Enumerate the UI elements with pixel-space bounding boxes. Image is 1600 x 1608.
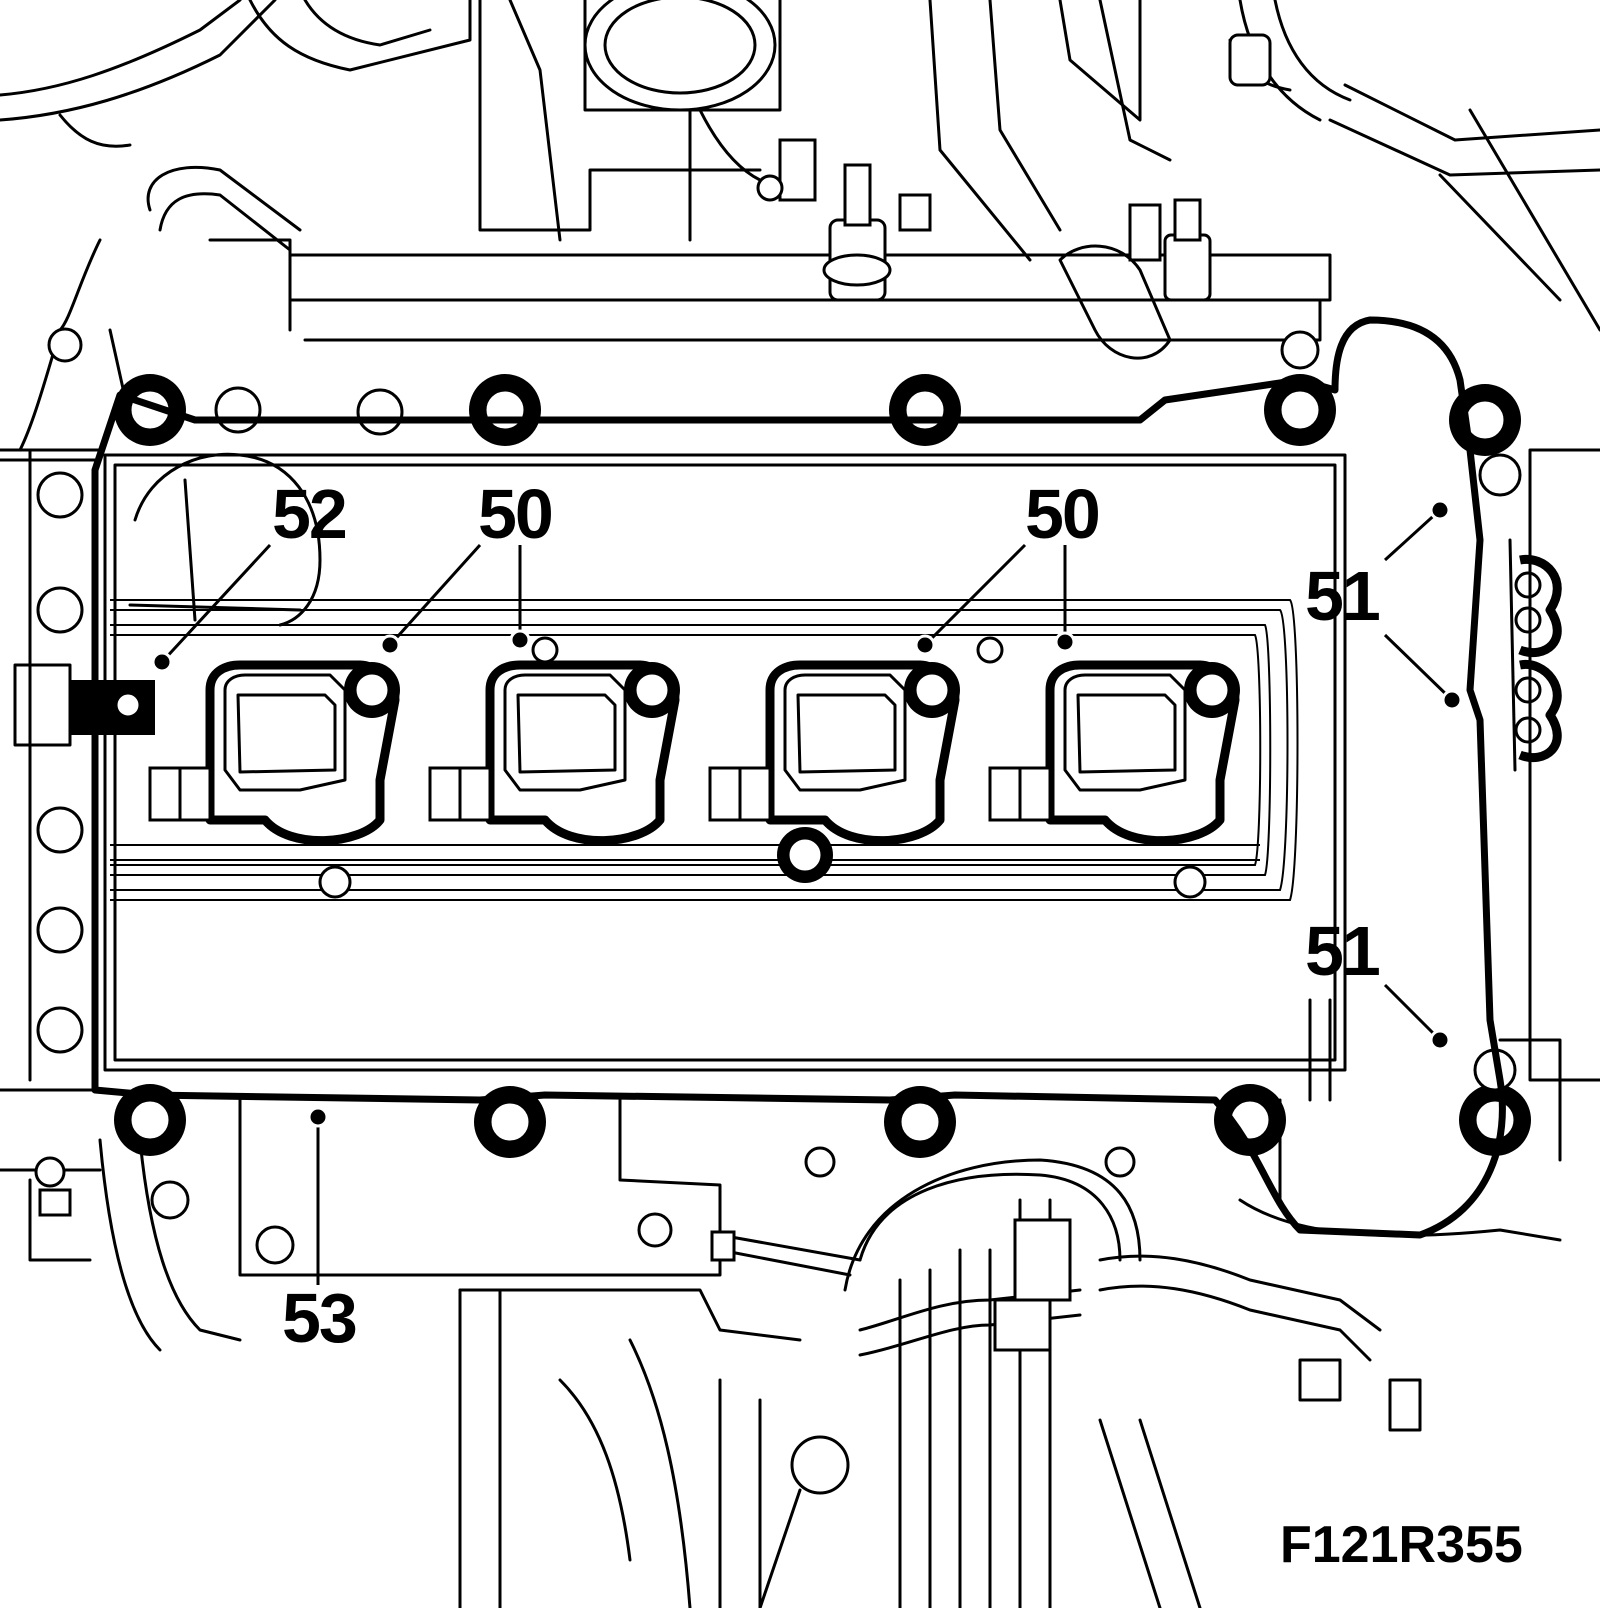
callout-50-left: 50	[478, 475, 552, 553]
bolt-boss	[884, 1086, 956, 1158]
coil-well-1	[148, 660, 400, 846]
callout-labels: 52 50 50 51 51 53	[272, 475, 1381, 1357]
leader-dot-50	[379, 634, 401, 656]
bolt-boss	[1264, 374, 1336, 446]
cam-cover-body	[103, 453, 1347, 1072]
right-cable-clips	[1508, 448, 1600, 1082]
leader-dot-50	[914, 634, 936, 656]
leader-dot-51	[1429, 1029, 1451, 1051]
coil-well-3	[708, 660, 960, 883]
oil-filler-cap	[128, 452, 322, 627]
intake-manifold-background	[0, 0, 1600, 1082]
bolt-boss	[474, 1086, 546, 1158]
lower-engine-background	[0, 998, 1562, 1608]
leader-dot-50	[1054, 631, 1076, 653]
callout-52: 52	[272, 475, 346, 553]
callout-53: 53	[282, 1279, 356, 1357]
leader-lines	[151, 499, 1463, 1285]
callout-50-right: 50	[1025, 475, 1099, 553]
callout-51-upper: 51	[1305, 557, 1379, 635]
bolt-boss	[469, 374, 541, 446]
outer-cover-gasket	[91, 316, 1506, 1239]
coil-well-2	[428, 660, 680, 846]
figure-id: F121R355	[1280, 1516, 1523, 1574]
cover-bolts	[36, 327, 1531, 1265]
callout-51-lower: 51	[1305, 912, 1379, 990]
bolt-boss	[889, 374, 961, 446]
fuel-injectors	[756, 138, 1212, 302]
leader-dot-51	[1441, 689, 1463, 711]
leader-dot-53	[307, 1106, 329, 1128]
leader-dot-50	[509, 629, 531, 651]
coil-well-4	[988, 660, 1240, 846]
bolt-boss	[114, 1084, 186, 1156]
leader-dot-52	[151, 651, 173, 673]
coil-wells	[148, 660, 1240, 883]
bolt-boss	[1459, 1084, 1531, 1156]
seal-52	[13, 663, 155, 747]
leader-dot-51	[1429, 499, 1451, 521]
